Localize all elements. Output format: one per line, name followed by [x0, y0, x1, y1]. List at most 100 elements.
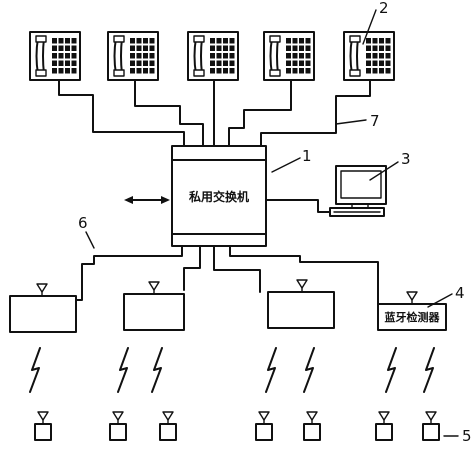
keypad-key — [379, 45, 384, 51]
keypad-key — [58, 68, 64, 74]
keypad-key — [216, 38, 222, 44]
keypad-key — [216, 45, 222, 51]
wireless-signal-icon — [303, 347, 315, 393]
pbx-body — [171, 145, 267, 247]
keypad-key — [130, 38, 135, 44]
antenna-icon — [406, 291, 418, 305]
keypad-key — [305, 53, 311, 59]
keypad-key — [292, 53, 298, 59]
keypad-key — [210, 53, 215, 59]
antenna-icon — [306, 411, 318, 425]
keypad-key — [292, 68, 298, 74]
keypad-key — [71, 45, 77, 51]
keypad-key — [149, 38, 155, 44]
keypad-key — [372, 53, 378, 59]
antenna-icon — [378, 411, 390, 425]
detector-label: 蓝牙检测器 — [385, 310, 441, 324]
antenna-icon — [296, 279, 308, 293]
keypad-key — [65, 68, 70, 74]
handset-body — [375, 423, 393, 441]
keypad-key — [305, 45, 311, 51]
handset-row — [34, 411, 440, 441]
monitor-screen — [340, 170, 382, 199]
keypad-key — [136, 60, 142, 66]
callout-1: 1 — [302, 147, 312, 165]
phone-wire-4 — [228, 79, 292, 147]
keypad-key — [143, 53, 148, 59]
keypad-key — [223, 38, 228, 44]
keypad-key — [385, 60, 391, 66]
bs-wire-2 — [183, 245, 201, 291]
pbx-unit: 私用交换机 — [171, 145, 267, 247]
keypad-key — [372, 60, 378, 66]
keypad-key — [292, 60, 298, 66]
keypad-key — [299, 68, 304, 74]
handset-body — [422, 423, 440, 441]
keypad-key — [379, 53, 384, 59]
keypad-key — [143, 68, 148, 74]
keypad-key — [223, 68, 228, 74]
keypad-key — [210, 60, 215, 66]
telephone-icon — [343, 31, 395, 81]
keypad-key — [223, 45, 228, 51]
bluetooth-handset-icon — [159, 411, 177, 441]
keypad-key — [286, 68, 291, 74]
telephone-icon — [107, 31, 159, 81]
base-station-body — [123, 293, 185, 331]
keypad-key — [292, 38, 298, 44]
keypad-key — [299, 45, 304, 51]
handset-body — [34, 423, 52, 441]
handset-shape — [349, 37, 359, 75]
keypad-key — [71, 53, 77, 59]
keypad-key — [65, 53, 70, 59]
keypad-key — [223, 53, 228, 59]
keypad-key — [65, 38, 70, 44]
keypad-key — [305, 60, 311, 66]
antenna-icon — [112, 411, 124, 425]
keypad-key — [366, 45, 371, 51]
keypad-key — [286, 45, 291, 51]
detector-body — [377, 303, 447, 331]
keypad-key — [379, 60, 384, 66]
callout-3: 3 — [401, 150, 411, 168]
keypad-key — [286, 38, 291, 44]
keypad-key — [385, 38, 391, 44]
base-station-row — [9, 279, 418, 333]
antenna-icon — [148, 281, 160, 295]
bluetooth-handset-icon — [375, 411, 393, 441]
keypad-key — [136, 53, 142, 59]
callout-leader-7 — [335, 119, 367, 125]
base-station — [9, 283, 77, 333]
bs-wire-1 — [75, 245, 183, 301]
keypad-key — [58, 45, 64, 51]
keypad-key — [286, 60, 291, 66]
bs-wire-3 — [213, 245, 261, 293]
keypad-key — [130, 45, 135, 51]
callout-2: 2 — [379, 0, 389, 17]
callout-6: 6 — [78, 214, 88, 232]
phone-wiring — [58, 79, 371, 147]
computer-wire — [265, 199, 333, 213]
base-station-body — [9, 295, 77, 333]
keypad-key — [71, 38, 77, 44]
telephone-icon — [29, 31, 81, 81]
keypad-key — [299, 38, 304, 44]
keypad-key — [149, 53, 155, 59]
bs-wire-4 — [229, 245, 379, 307]
external-line-arrow — [124, 196, 170, 204]
wireless-signal-icon — [423, 347, 435, 393]
bluetooth-detector: 蓝牙检测器 — [377, 303, 447, 331]
wireless-signal-icon — [117, 347, 129, 393]
callout-leader-2 — [362, 9, 377, 45]
keypad-key — [385, 68, 391, 74]
keypad-key — [229, 68, 235, 74]
bluetooth-handset-icon — [34, 411, 52, 441]
handset-body — [109, 423, 127, 441]
keypad-key — [130, 53, 135, 59]
keypad-key — [385, 45, 391, 51]
keypad-key — [229, 53, 235, 59]
keypad-key — [210, 45, 215, 51]
keypad-key — [149, 45, 155, 51]
keypad-key — [366, 60, 371, 66]
